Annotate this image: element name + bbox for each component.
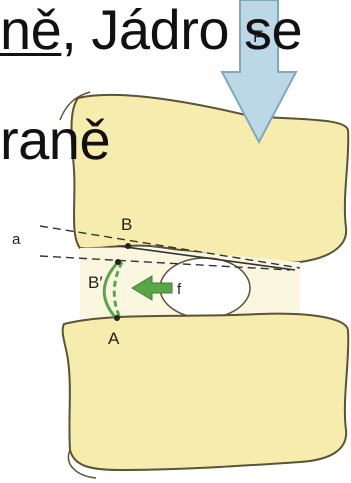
slide-text-line-1: ně, Jádro se bbox=[0, 2, 302, 58]
point-a bbox=[114, 315, 120, 321]
upper-vertebra bbox=[72, 95, 349, 262]
point-b bbox=[125, 243, 131, 249]
slide-text-line-2: raně bbox=[0, 112, 110, 168]
label-point-b: B bbox=[121, 215, 132, 234]
slide-text-underlined: ně bbox=[0, 0, 61, 61]
point-b-prime bbox=[115, 259, 121, 265]
label-line-a: a bbox=[12, 231, 21, 248]
label-point-a: A bbox=[108, 329, 120, 348]
label-point-b-prime: B′ bbox=[88, 273, 103, 292]
lower-vertebra bbox=[63, 314, 349, 470]
slide-text-rest: , Jádro se bbox=[61, 0, 302, 61]
